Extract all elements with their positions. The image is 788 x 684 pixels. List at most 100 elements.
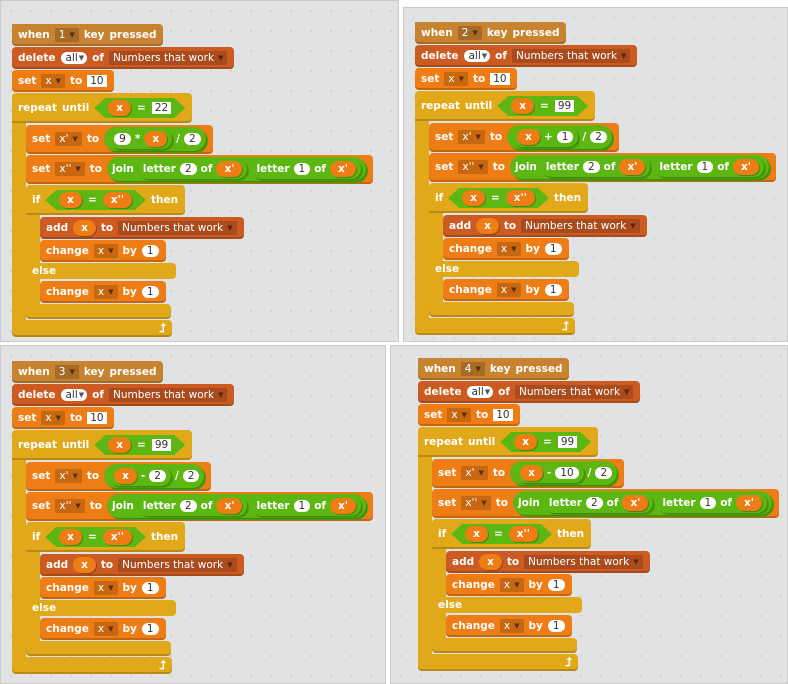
text-input[interactable]: 99 [558,436,577,448]
variable-reporter[interactable]: x'' [509,526,538,542]
round-dropdown[interactable]: all▼ [60,51,88,64]
number-input[interactable]: 1 [293,500,311,512]
dropdown-menu[interactable]: x▼ [447,407,471,422]
number-input[interactable]: 2 [149,470,166,482]
dropdown-menu[interactable]: x▼ [496,241,521,256]
boolean-equals[interactable]: x=99 [500,432,591,452]
dropdown-menu[interactable]: x'▼ [55,132,82,146]
dropdown-menu[interactable]: x▼ [496,282,521,297]
dropdown-menu[interactable]: 2▼ [457,25,482,40]
variable-reporter[interactable]: x [511,98,534,114]
dropdown-menu[interactable]: Numbers that work▼ [118,557,237,572]
variable-reporter[interactable]: x'' [103,529,132,545]
number-input[interactable]: 9 [114,133,131,145]
dropdown-menu[interactable]: x''▼ [55,499,85,513]
dropdown-menu[interactable]: x▼ [41,410,65,425]
dropdown-menu[interactable]: Numbers that work▼ [524,554,643,569]
number-input[interactable]: 1 [547,578,565,591]
text-input[interactable]: 10 [87,411,107,424]
variable-reporter[interactable]: x [144,131,168,147]
variable-reporter[interactable]: x' [622,495,649,511]
boolean-equals[interactable]: x=x'' [451,524,552,544]
boolean-equals[interactable]: x=99 [94,435,185,455]
variable-reporter[interactable]: x' [736,495,762,511]
dropdown-menu[interactable]: x▼ [93,621,118,636]
number-input[interactable]: 2 [585,497,603,509]
number-input[interactable]: 2 [179,163,197,175]
dropdown-menu[interactable]: x'▼ [458,130,485,144]
variable-reporter[interactable]: x [465,526,488,542]
text-input[interactable]: 10 [493,408,513,421]
number-input[interactable]: 2 [179,500,197,512]
number-input[interactable]: 2 [590,131,607,143]
boolean-equals[interactable]: x=x'' [45,190,146,210]
boolean-equals[interactable]: x=x'' [448,188,549,208]
dropdown-menu[interactable]: x''▼ [461,496,491,510]
dropdown-menu[interactable]: x▼ [93,243,118,258]
dropdown-menu[interactable]: Numbers that work▼ [514,384,634,399]
text-input[interactable]: 99 [555,100,574,112]
number-input[interactable]: 1 [547,619,565,632]
dropdown-menu[interactable]: Numbers that work▼ [108,387,228,402]
boolean-equals[interactable]: x=22 [94,98,185,118]
variable-reporter[interactable]: x [59,529,82,545]
text-input[interactable]: 10 [490,72,510,85]
dropdown-menu[interactable]: x▼ [444,71,468,86]
number-input[interactable]: 1 [141,285,159,298]
dropdown-menu[interactable]: Numbers that work▼ [108,50,228,65]
variable-reporter[interactable]: x [479,553,502,570]
number-input[interactable]: 10 [555,467,579,479]
variable-reporter[interactable]: x [108,437,131,453]
text-input[interactable]: 22 [152,102,171,114]
number-input[interactable]: 1 [293,163,311,175]
variable-reporter[interactable]: x [462,190,485,206]
operator-reporter[interactable]: 9*x/2 [104,127,206,151]
variable-reporter[interactable]: x [108,100,131,116]
number-input[interactable]: 1 [699,497,717,509]
variable-reporter[interactable]: x' [330,498,356,514]
round-dropdown[interactable]: all▼ [466,385,494,398]
variable-reporter[interactable]: x [476,217,499,234]
dropdown-menu[interactable]: Numbers that work▼ [511,48,631,63]
dropdown-menu[interactable]: 3▼ [54,364,79,379]
variable-reporter[interactable]: x [73,219,96,236]
dropdown-menu[interactable]: x''▼ [55,162,85,176]
number-input[interactable]: 1 [141,581,159,594]
